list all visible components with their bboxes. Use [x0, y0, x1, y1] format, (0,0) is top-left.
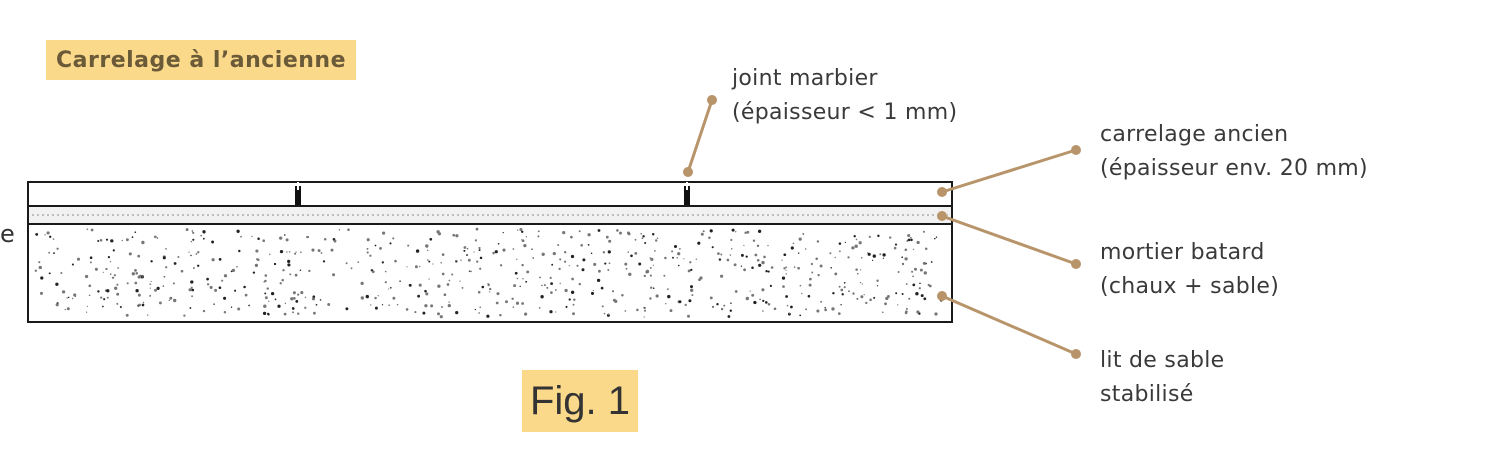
sand-bed-layer — [27, 223, 953, 323]
mortar-annotation-line1: mortier batard — [1100, 240, 1265, 265]
tile-leader — [941, 148, 1077, 194]
sand-annotation-line1: lit de sable — [1100, 348, 1225, 373]
diagram-title: Carrelage à l’ancienne — [46, 40, 356, 80]
joint-leader — [686, 99, 714, 173]
tile-annotation: carrelage ancien (épaisseur env. 20 mm) — [1100, 118, 1368, 186]
mortar-leader — [941, 214, 1077, 266]
joint-mark — [295, 186, 301, 206]
mortar-layer — [27, 205, 953, 225]
joint-annotation-line1: joint marbier — [732, 66, 878, 91]
tile-annotation-line1: carrelage ancien — [1100, 122, 1289, 147]
sand-annotation-line2: stabilisé — [1100, 382, 1194, 407]
joint-annotation-line2: (épaisseur < 1 mm) — [732, 100, 958, 125]
sand-annotation: lit de sable stabilisé — [1100, 344, 1225, 412]
mortar-annotation: mortier batard (chaux + sable) — [1100, 236, 1279, 304]
joint-leader-dot — [683, 167, 693, 177]
leader-lines — [683, 95, 1081, 359]
sand-speckles — [34, 227, 943, 319]
sand-leader — [941, 294, 1077, 356]
tile-annotation-line2: (épaisseur env. 20 mm) — [1100, 156, 1368, 181]
figure-label: Fig. 1 — [522, 370, 638, 432]
joint-marks — [295, 182, 690, 206]
mortar-annotation-line2: (chaux + sable) — [1100, 274, 1280, 299]
tile-layer — [27, 181, 953, 207]
cropped-edge-letter: e — [0, 220, 15, 248]
joint-annotation: joint marbier (épaisseur < 1 mm) — [732, 62, 957, 130]
joint-mark — [684, 186, 690, 206]
